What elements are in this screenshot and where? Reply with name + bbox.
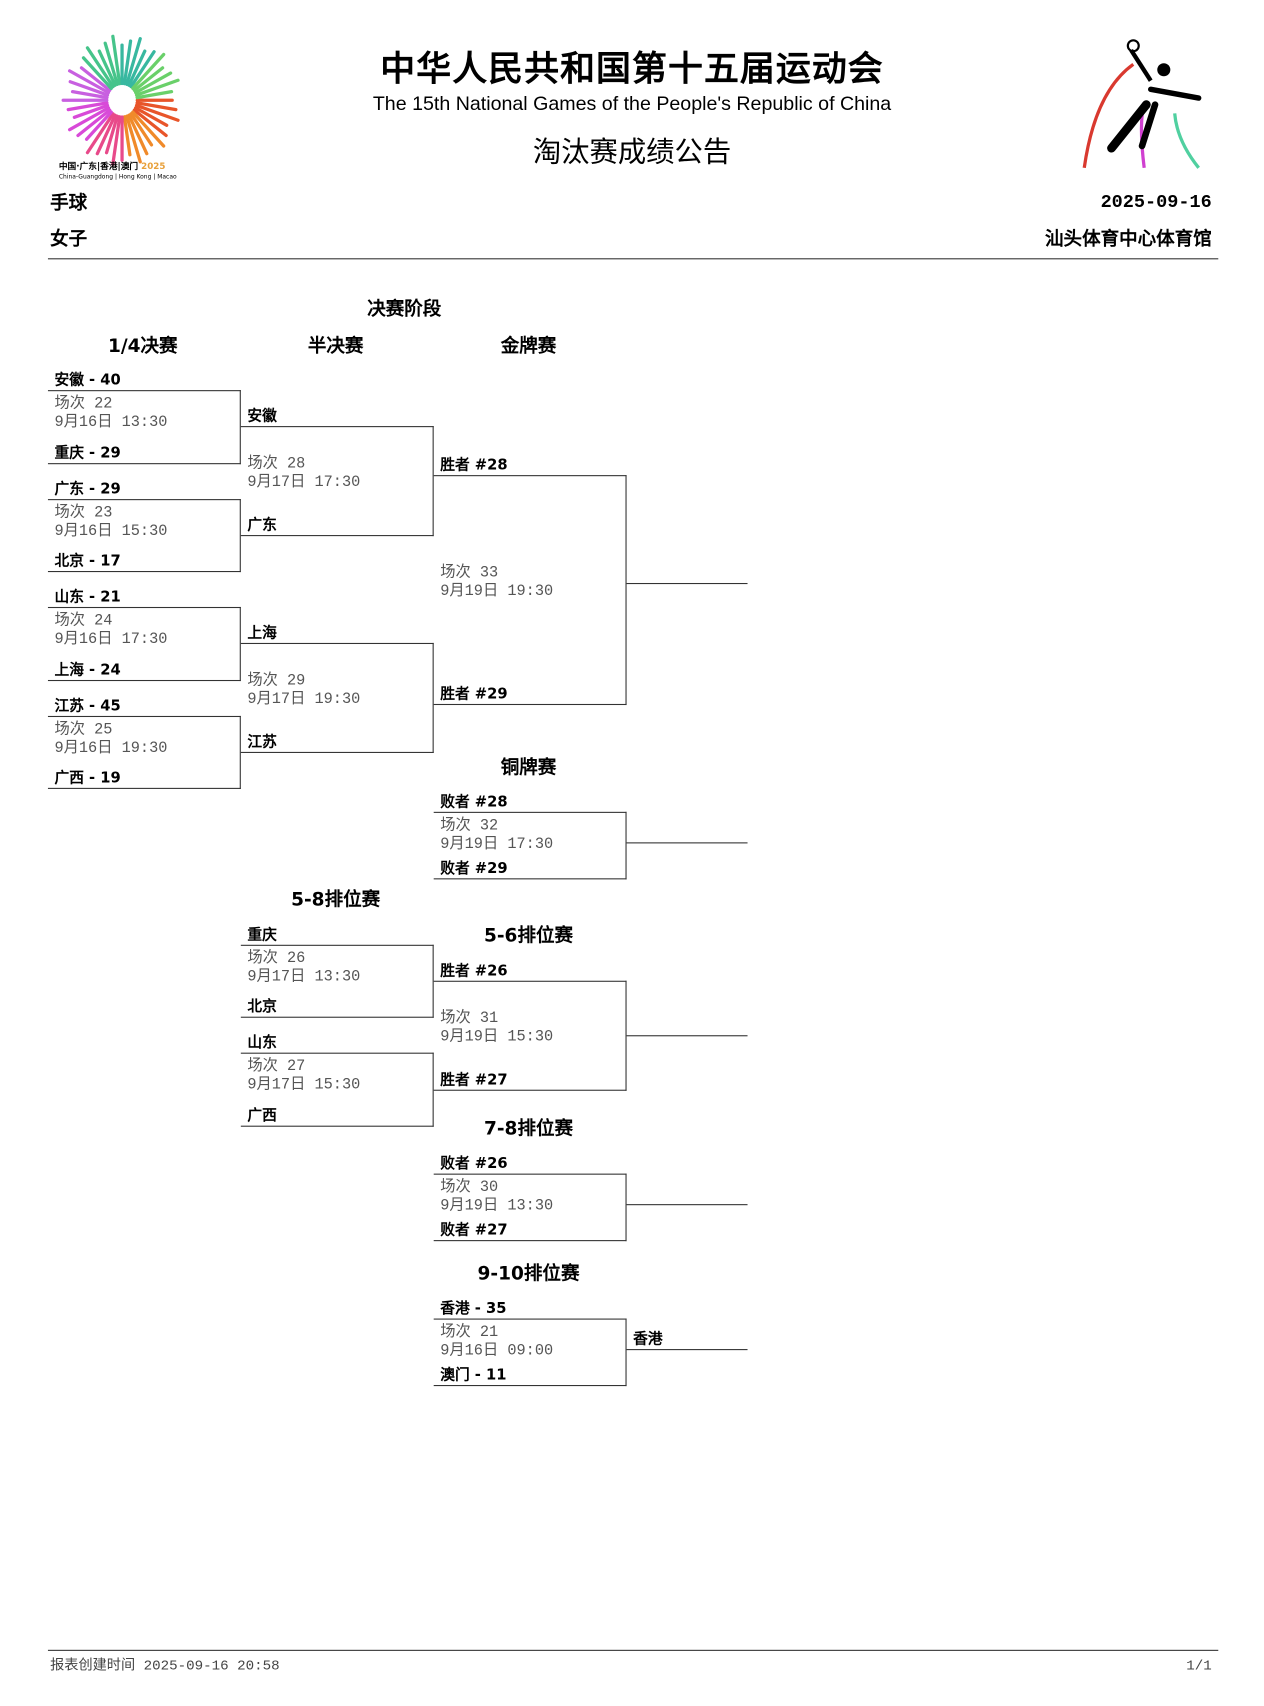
match-number: 场次 24 <box>54 612 113 630</box>
match-team-top: 胜者 #26 <box>440 962 508 980</box>
match-bracket-box <box>47 499 241 573</box>
report-created-time: 报表创建时间 2025-09-16 20:58 <box>50 1657 280 1674</box>
match-number: 场次 23 <box>54 504 113 522</box>
match-team-top: 安徽 <box>247 407 277 425</box>
match-bracket-box <box>433 475 627 706</box>
match-number: 场次 25 <box>54 721 113 739</box>
match-time: 9月19日 15:30 <box>440 1028 554 1047</box>
match-team-top: 山东 - 21 <box>54 588 121 606</box>
match-bracket-box <box>433 980 627 1091</box>
match-number: 场次 30 <box>440 1179 499 1197</box>
match-team-top: 广东 - 29 <box>54 480 121 498</box>
match-bracket-box <box>240 944 434 1018</box>
round-title-qf: 1/4决赛 <box>107 335 178 358</box>
match-number: 场次 32 <box>440 817 499 835</box>
match-team-bottom: 广西 - 19 <box>54 769 121 787</box>
match-team-top: 重庆 <box>247 926 277 944</box>
match-team-top: 败者 #28 <box>440 793 508 811</box>
match-number: 场次 33 <box>440 564 499 582</box>
round-title-5-6: 5-6排位赛 <box>483 925 574 947</box>
match-bracket-box <box>47 390 241 465</box>
match-team-bottom: 澳门 - 11 <box>440 1366 507 1384</box>
round-title-7-8: 7-8排位赛 <box>483 1118 574 1140</box>
match-number: 场次 26 <box>247 950 306 968</box>
match-team-bottom: 胜者 #27 <box>440 1071 508 1089</box>
match-time: 9月16日 09:00 <box>440 1342 554 1360</box>
match-team-bottom: 上海 - 24 <box>54 661 121 679</box>
match-bracket-box <box>240 642 434 753</box>
match-team-top: 败者 #26 <box>440 1155 508 1173</box>
bracket-output-line <box>626 582 748 585</box>
svg-text:China-Guangdong | Hong Kong |: China-Guangdong | Hong Kong | Macao <box>59 174 177 181</box>
match-time: 9月19日 17:30 <box>440 835 554 854</box>
match-team-top: 上海 <box>247 624 277 642</box>
match-team-top: 香港 - 35 <box>440 1300 507 1318</box>
match-team-bottom: 江苏 <box>247 733 277 751</box>
match-team-top: 胜者 #28 <box>440 456 508 475</box>
bracket-output-line <box>626 1035 748 1037</box>
match-number: 场次 21 <box>440 1323 499 1342</box>
venue-label: 汕头体育中心体育馆 <box>1045 228 1212 251</box>
round-title-gold: 金牌赛 <box>500 335 557 358</box>
stage-title: 决赛阶段 <box>367 298 442 321</box>
match-number: 场次 31 <box>440 1010 499 1028</box>
games-title-en: The 15th National Games of the People's … <box>372 92 892 115</box>
match-bracket-box <box>47 606 241 682</box>
page-number: 1/1 <box>1186 1657 1212 1674</box>
games-logo: 中国·广东|香港|澳门 2025 China-Guangdong | Hong … <box>59 34 180 181</box>
match-team-top: 安徽 - 40 <box>54 371 121 390</box>
match-team-bottom: 胜者 #29 <box>440 685 508 703</box>
match-team-bottom: 广西 <box>247 1107 277 1125</box>
match-number: 场次 29 <box>247 672 306 690</box>
match-time: 9月17日 17:30 <box>247 474 361 492</box>
match-team-top: 山东 <box>247 1034 277 1052</box>
match-time: 9月19日 19:30 <box>440 582 554 601</box>
svg-text:中国·广东|香港|澳门 2025: 中国·广东|香港|澳门 2025 <box>59 160 166 172</box>
match-number: 场次 28 <box>247 455 306 473</box>
match-team-bottom: 北京 <box>247 998 277 1016</box>
footer-divider <box>47 1649 1219 1651</box>
sport-label: 手球 <box>50 192 88 215</box>
match-time: 9月16日 19:30 <box>54 739 168 758</box>
match-bracket-box <box>433 1173 627 1242</box>
match-team-bottom: 重庆 - 29 <box>54 444 121 463</box>
handball-pictogram <box>1082 39 1202 169</box>
games-title-cn: 中华人民共和国第十五届运动会 <box>380 47 884 90</box>
bracket-output-line <box>626 842 748 844</box>
match-bracket-box <box>433 811 627 880</box>
header-divider <box>47 258 1219 260</box>
match-bracket-box <box>240 426 434 537</box>
match-number: 场次 22 <box>54 395 113 413</box>
round-title-sf: 半决赛 <box>307 335 364 358</box>
match-team-bottom: 败者 #27 <box>440 1221 508 1239</box>
match-time: 9月16日 17:30 <box>54 630 168 649</box>
match-winner: 香港 <box>633 1330 663 1348</box>
match-time: 9月16日 15:30 <box>54 523 168 541</box>
match-time: 9月16日 13:30 <box>54 414 168 432</box>
match-bracket-box <box>433 1318 627 1387</box>
report-title: 淘汰赛成绩公告 <box>532 136 732 169</box>
round-title-5-8: 5-8排位赛 <box>291 889 381 911</box>
gender-label: 女子 <box>50 228 88 251</box>
match-number: 场次 27 <box>247 1058 306 1076</box>
match-team-bottom: 广东 <box>247 516 277 534</box>
report-date: 2025-09-16 <box>1100 192 1212 214</box>
match-team-bottom: 败者 #29 <box>440 859 508 878</box>
round-title-9-10: 9-10排位赛 <box>477 1262 580 1285</box>
round-title-bronze: 铜牌赛 <box>500 757 557 780</box>
match-bracket-box <box>47 715 241 789</box>
bracket-output-line <box>626 1349 748 1351</box>
bracket-output-line <box>626 1204 748 1206</box>
match-time: 9月17日 13:30 <box>247 968 361 987</box>
match-team-bottom: 北京 - 17 <box>54 552 121 570</box>
match-time: 9月19日 13:30 <box>440 1197 554 1216</box>
match-time: 9月17日 15:30 <box>247 1076 361 1095</box>
match-bracket-box <box>240 1052 434 1127</box>
match-team-top: 江苏 - 45 <box>54 697 121 715</box>
match-time: 9月17日 19:30 <box>247 690 361 709</box>
